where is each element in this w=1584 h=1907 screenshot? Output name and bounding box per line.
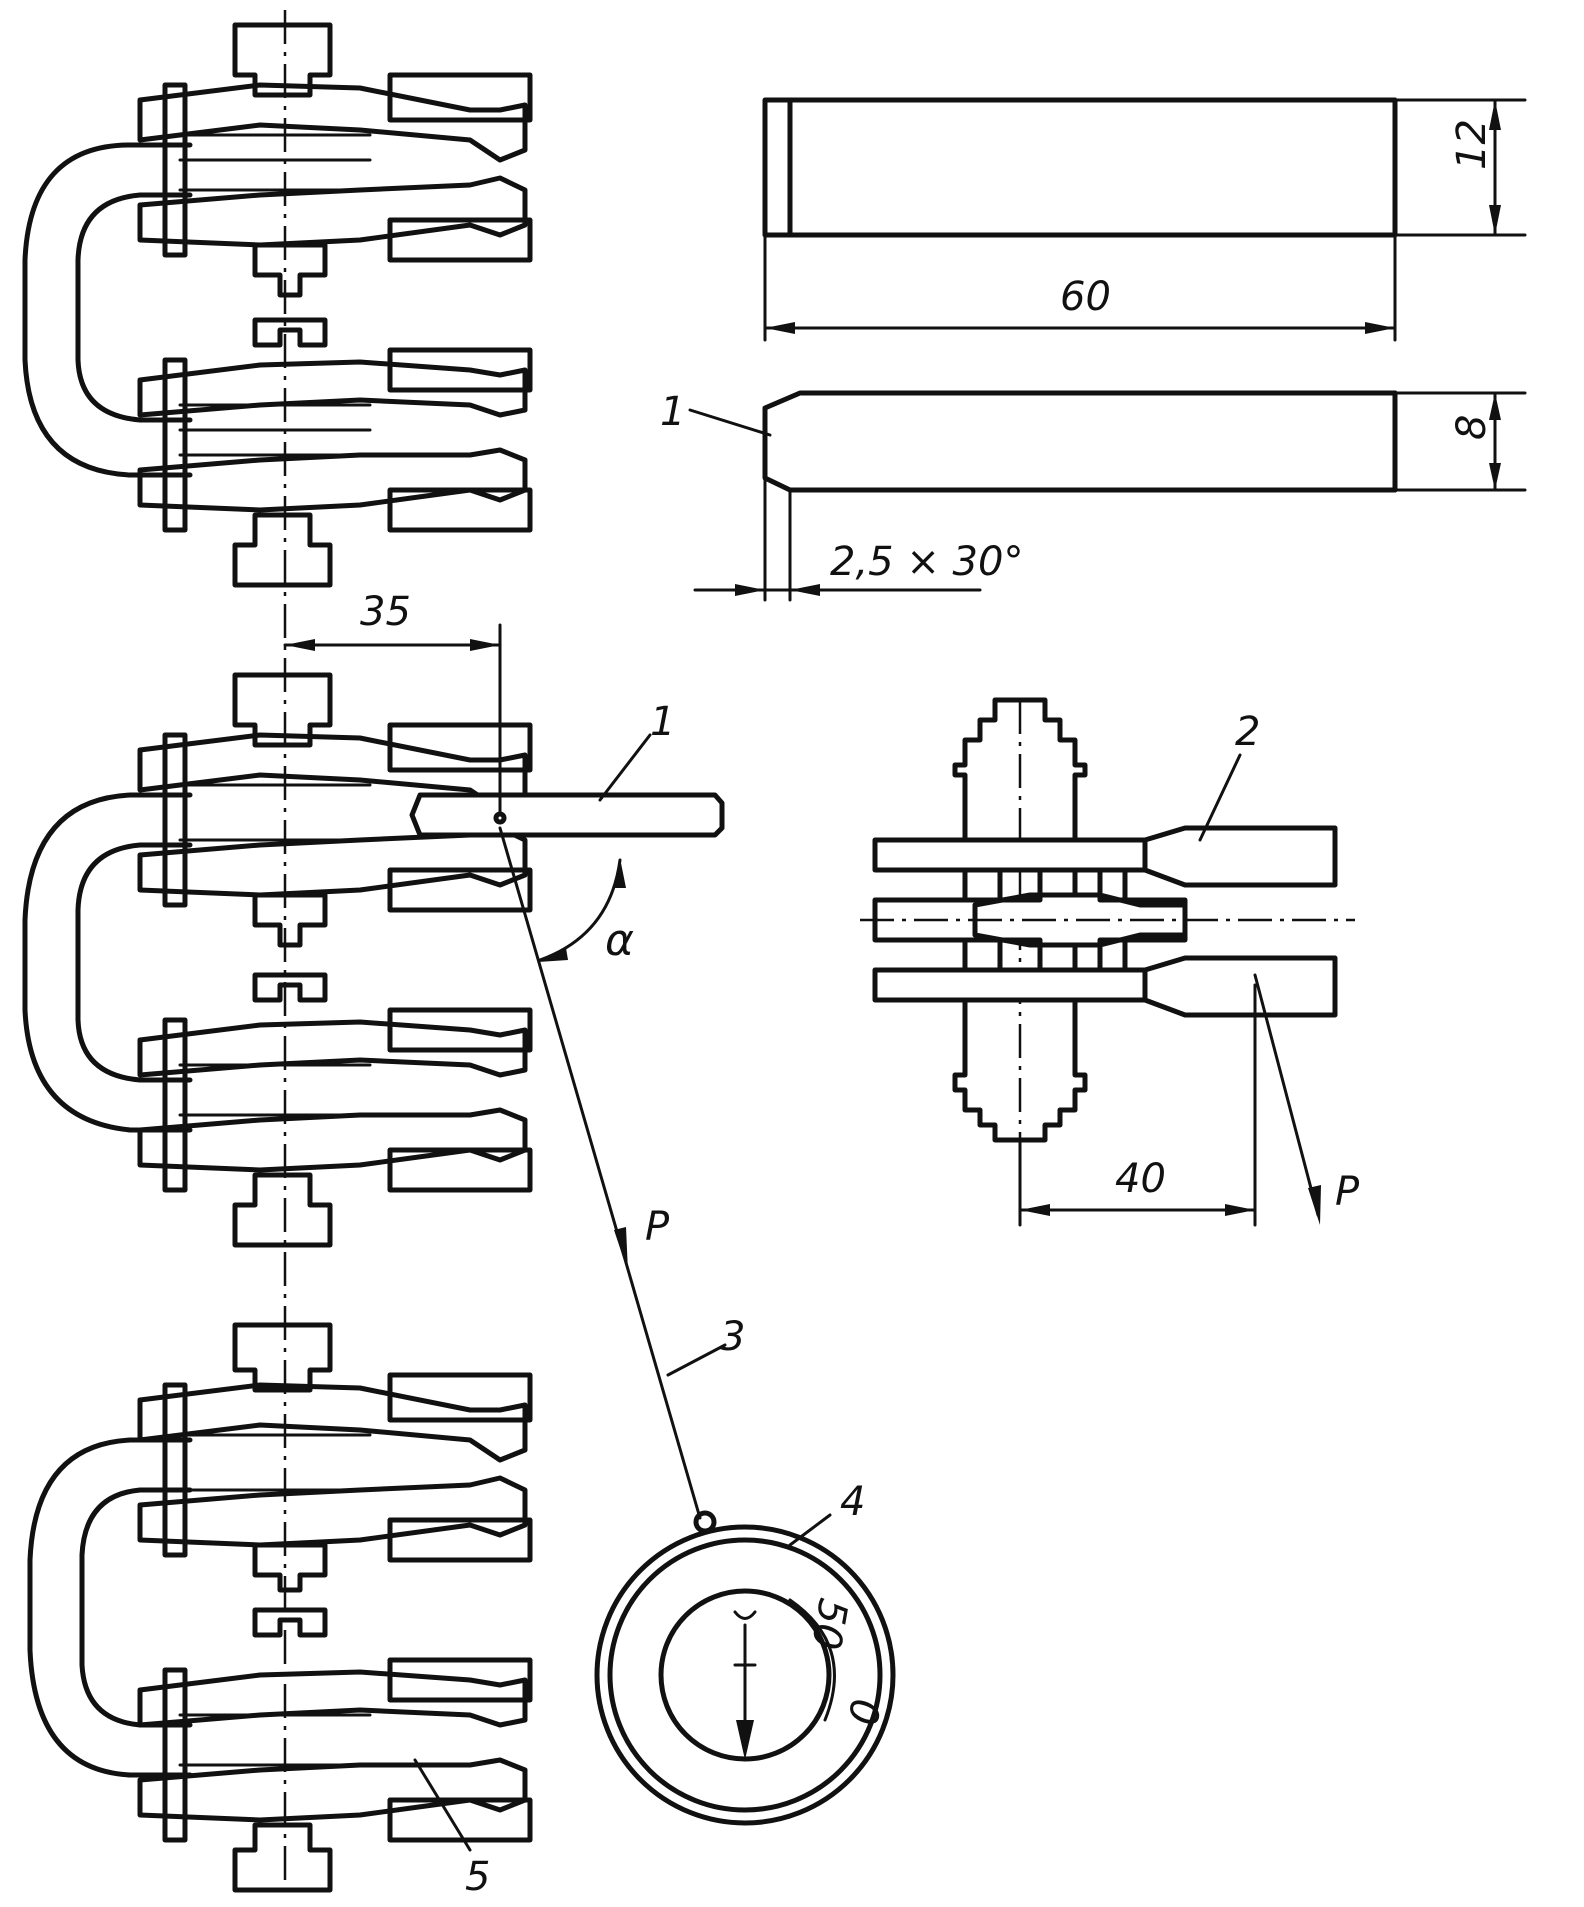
plate-front-view: 12 60 — [762, 97, 1527, 342]
dynamometer-gauge: 50 0 4 — [594, 1479, 896, 1826]
dimension-35-label: 35 — [360, 589, 411, 635]
force-p-label-left: P — [645, 1204, 670, 1250]
contact-assembly-top — [22, 10, 533, 1900]
leader-1-side — [598, 733, 652, 802]
dimension-40-label: 40 — [1115, 1156, 1166, 1202]
leader-5 — [413, 1758, 472, 1852]
dimension-60-label: 60 — [1060, 274, 1111, 320]
contact-assembly-bottom — [27, 1322, 533, 1893]
part-1-label-top: 1 — [660, 389, 685, 435]
chamfer-label: 2,5 × 30° — [830, 539, 1023, 585]
leader-3 — [666, 1343, 727, 1377]
part-1-label-side: 1 — [650, 699, 675, 745]
force-line-left: P α — [498, 826, 702, 1520]
test-plate-inserted — [409, 792, 725, 838]
leader-1-top — [688, 408, 772, 437]
dimension-35: 35 — [283, 589, 502, 817]
leader-4 — [788, 1513, 832, 1547]
contact-section-view: 2 P 40 — [860, 697, 1360, 1227]
plate-side-view: 8 2,5 × 30° 1 — [660, 389, 1527, 602]
angle-alpha-label: α — [605, 915, 634, 966]
part-3-label: 3 — [720, 1314, 745, 1360]
dimension-8-label: 8 — [1449, 415, 1495, 440]
part-2-label: 2 — [1235, 709, 1260, 755]
dimension-12-label: 12 — [1449, 119, 1495, 170]
leader-2 — [1198, 753, 1242, 842]
gauge-scale-50: 50 — [802, 1595, 856, 1653]
force-p-label-right: P — [1335, 1169, 1360, 1215]
contact-assembly-middle — [22, 672, 533, 1248]
part-5-label: 5 — [465, 1854, 490, 1900]
gauge-scale-0: 0 — [838, 1695, 888, 1728]
part-4-label: 4 — [840, 1479, 865, 1525]
